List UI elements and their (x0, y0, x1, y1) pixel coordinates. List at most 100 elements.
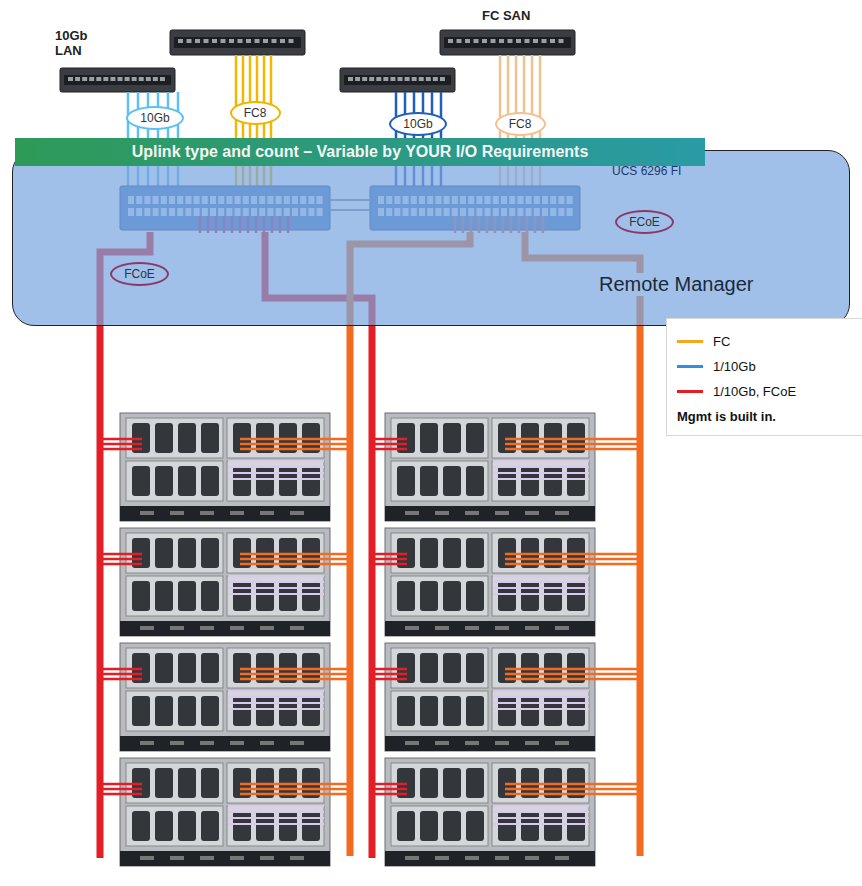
fan-opening (466, 768, 484, 798)
fan-opening (178, 423, 196, 453)
psu-mark (525, 856, 539, 860)
psu-mark (555, 626, 569, 630)
port-label: FCoE (124, 267, 155, 281)
fan-opening (397, 581, 415, 611)
device-label: UCS 6296 FI (612, 164, 681, 178)
switch-port (457, 39, 462, 43)
chassis-base (385, 851, 595, 866)
blade-bay (492, 576, 589, 616)
switch-port (160, 77, 165, 81)
port-oval: 10Gb (389, 112, 447, 136)
blade-bay (227, 576, 324, 616)
fan-opening (132, 466, 150, 496)
fan-opening (521, 581, 539, 611)
psu-mark (495, 511, 509, 515)
internal-link (228, 460, 324, 462)
chassis-frame (120, 413, 330, 521)
fan-opening (279, 466, 297, 496)
legend-text: Mgmt is built in. (677, 409, 776, 424)
psu-mark (290, 856, 304, 860)
switch-port (412, 77, 417, 81)
psu-mark (405, 626, 419, 630)
fan-opening (443, 538, 461, 568)
fan-opening (201, 696, 219, 726)
iom-cable (100, 438, 142, 441)
blade-bay (492, 461, 589, 501)
blade-chassis (372, 528, 640, 636)
port-oval: FCoE (110, 262, 169, 286)
psu-mark (230, 741, 244, 745)
switch-port (448, 39, 453, 43)
fan-opening (567, 581, 585, 611)
fan-opening (256, 466, 274, 496)
switch-port (398, 77, 403, 81)
switch-body (60, 68, 175, 92)
internal-link (228, 575, 324, 577)
internal-link (228, 581, 324, 583)
switch-port (355, 77, 360, 81)
port-oval: 10Gb (126, 106, 184, 130)
blade-bay (391, 806, 488, 846)
iom-cable (240, 678, 350, 681)
fan-opening (544, 811, 562, 841)
switch-port (542, 39, 547, 43)
group-label: FC SAN (482, 8, 530, 23)
fan-opening (466, 696, 484, 726)
fan-opening (466, 423, 484, 453)
fan-opening (155, 811, 173, 841)
iom-cable (372, 788, 407, 791)
iom-cable (100, 783, 142, 786)
psu-mark (290, 511, 304, 515)
switch-port (68, 77, 73, 81)
switch-face (444, 37, 571, 48)
iom-cable (505, 678, 640, 681)
switch-port (89, 77, 94, 81)
blade-bay (126, 576, 223, 616)
legend-row: 1/10Gb, FCoE (677, 379, 862, 404)
switch-port (187, 39, 192, 43)
fan-opening (201, 581, 219, 611)
psu-mark (170, 511, 184, 515)
iom-cable (372, 668, 407, 671)
blade-bay (227, 461, 324, 501)
fan-opening (279, 581, 297, 611)
fan-opening (201, 653, 219, 683)
fan-opening (420, 466, 438, 496)
chassis-frame (385, 643, 595, 751)
fan-opening (256, 581, 274, 611)
iom-cable (505, 793, 640, 796)
fan-opening (443, 581, 461, 611)
iom-cable (372, 553, 407, 556)
switch-port (482, 39, 487, 43)
iom-cable (100, 443, 142, 446)
psu-mark (140, 511, 154, 515)
switch-port (103, 77, 108, 81)
switch-port (110, 77, 115, 81)
fan-opening (420, 696, 438, 726)
fan-opening (132, 811, 150, 841)
fan-opening (178, 653, 196, 683)
internal-link (228, 817, 324, 819)
chassis-base (385, 506, 595, 521)
switch-port (419, 77, 424, 81)
fan-opening (567, 466, 585, 496)
iom-cable (505, 448, 640, 451)
switch-face (344, 75, 451, 85)
iom-cable (505, 783, 640, 786)
switch-body (340, 68, 455, 92)
internal-link (228, 593, 324, 595)
chassis-frame (385, 528, 595, 636)
psu-mark (230, 511, 244, 515)
chassis-frame (120, 528, 330, 636)
internal-link (493, 460, 589, 462)
fan-opening (420, 811, 438, 841)
switch-port (516, 39, 521, 43)
internal-link (493, 581, 589, 583)
fan-opening (155, 581, 173, 611)
psu-mark (435, 626, 449, 630)
remote-manager-box: Remote ManagerFCoEFCoE (12, 150, 850, 326)
chassis-base (385, 621, 595, 636)
psu-mark (200, 511, 214, 515)
port-label: FC8 (244, 106, 267, 120)
iom-cable (240, 438, 350, 441)
